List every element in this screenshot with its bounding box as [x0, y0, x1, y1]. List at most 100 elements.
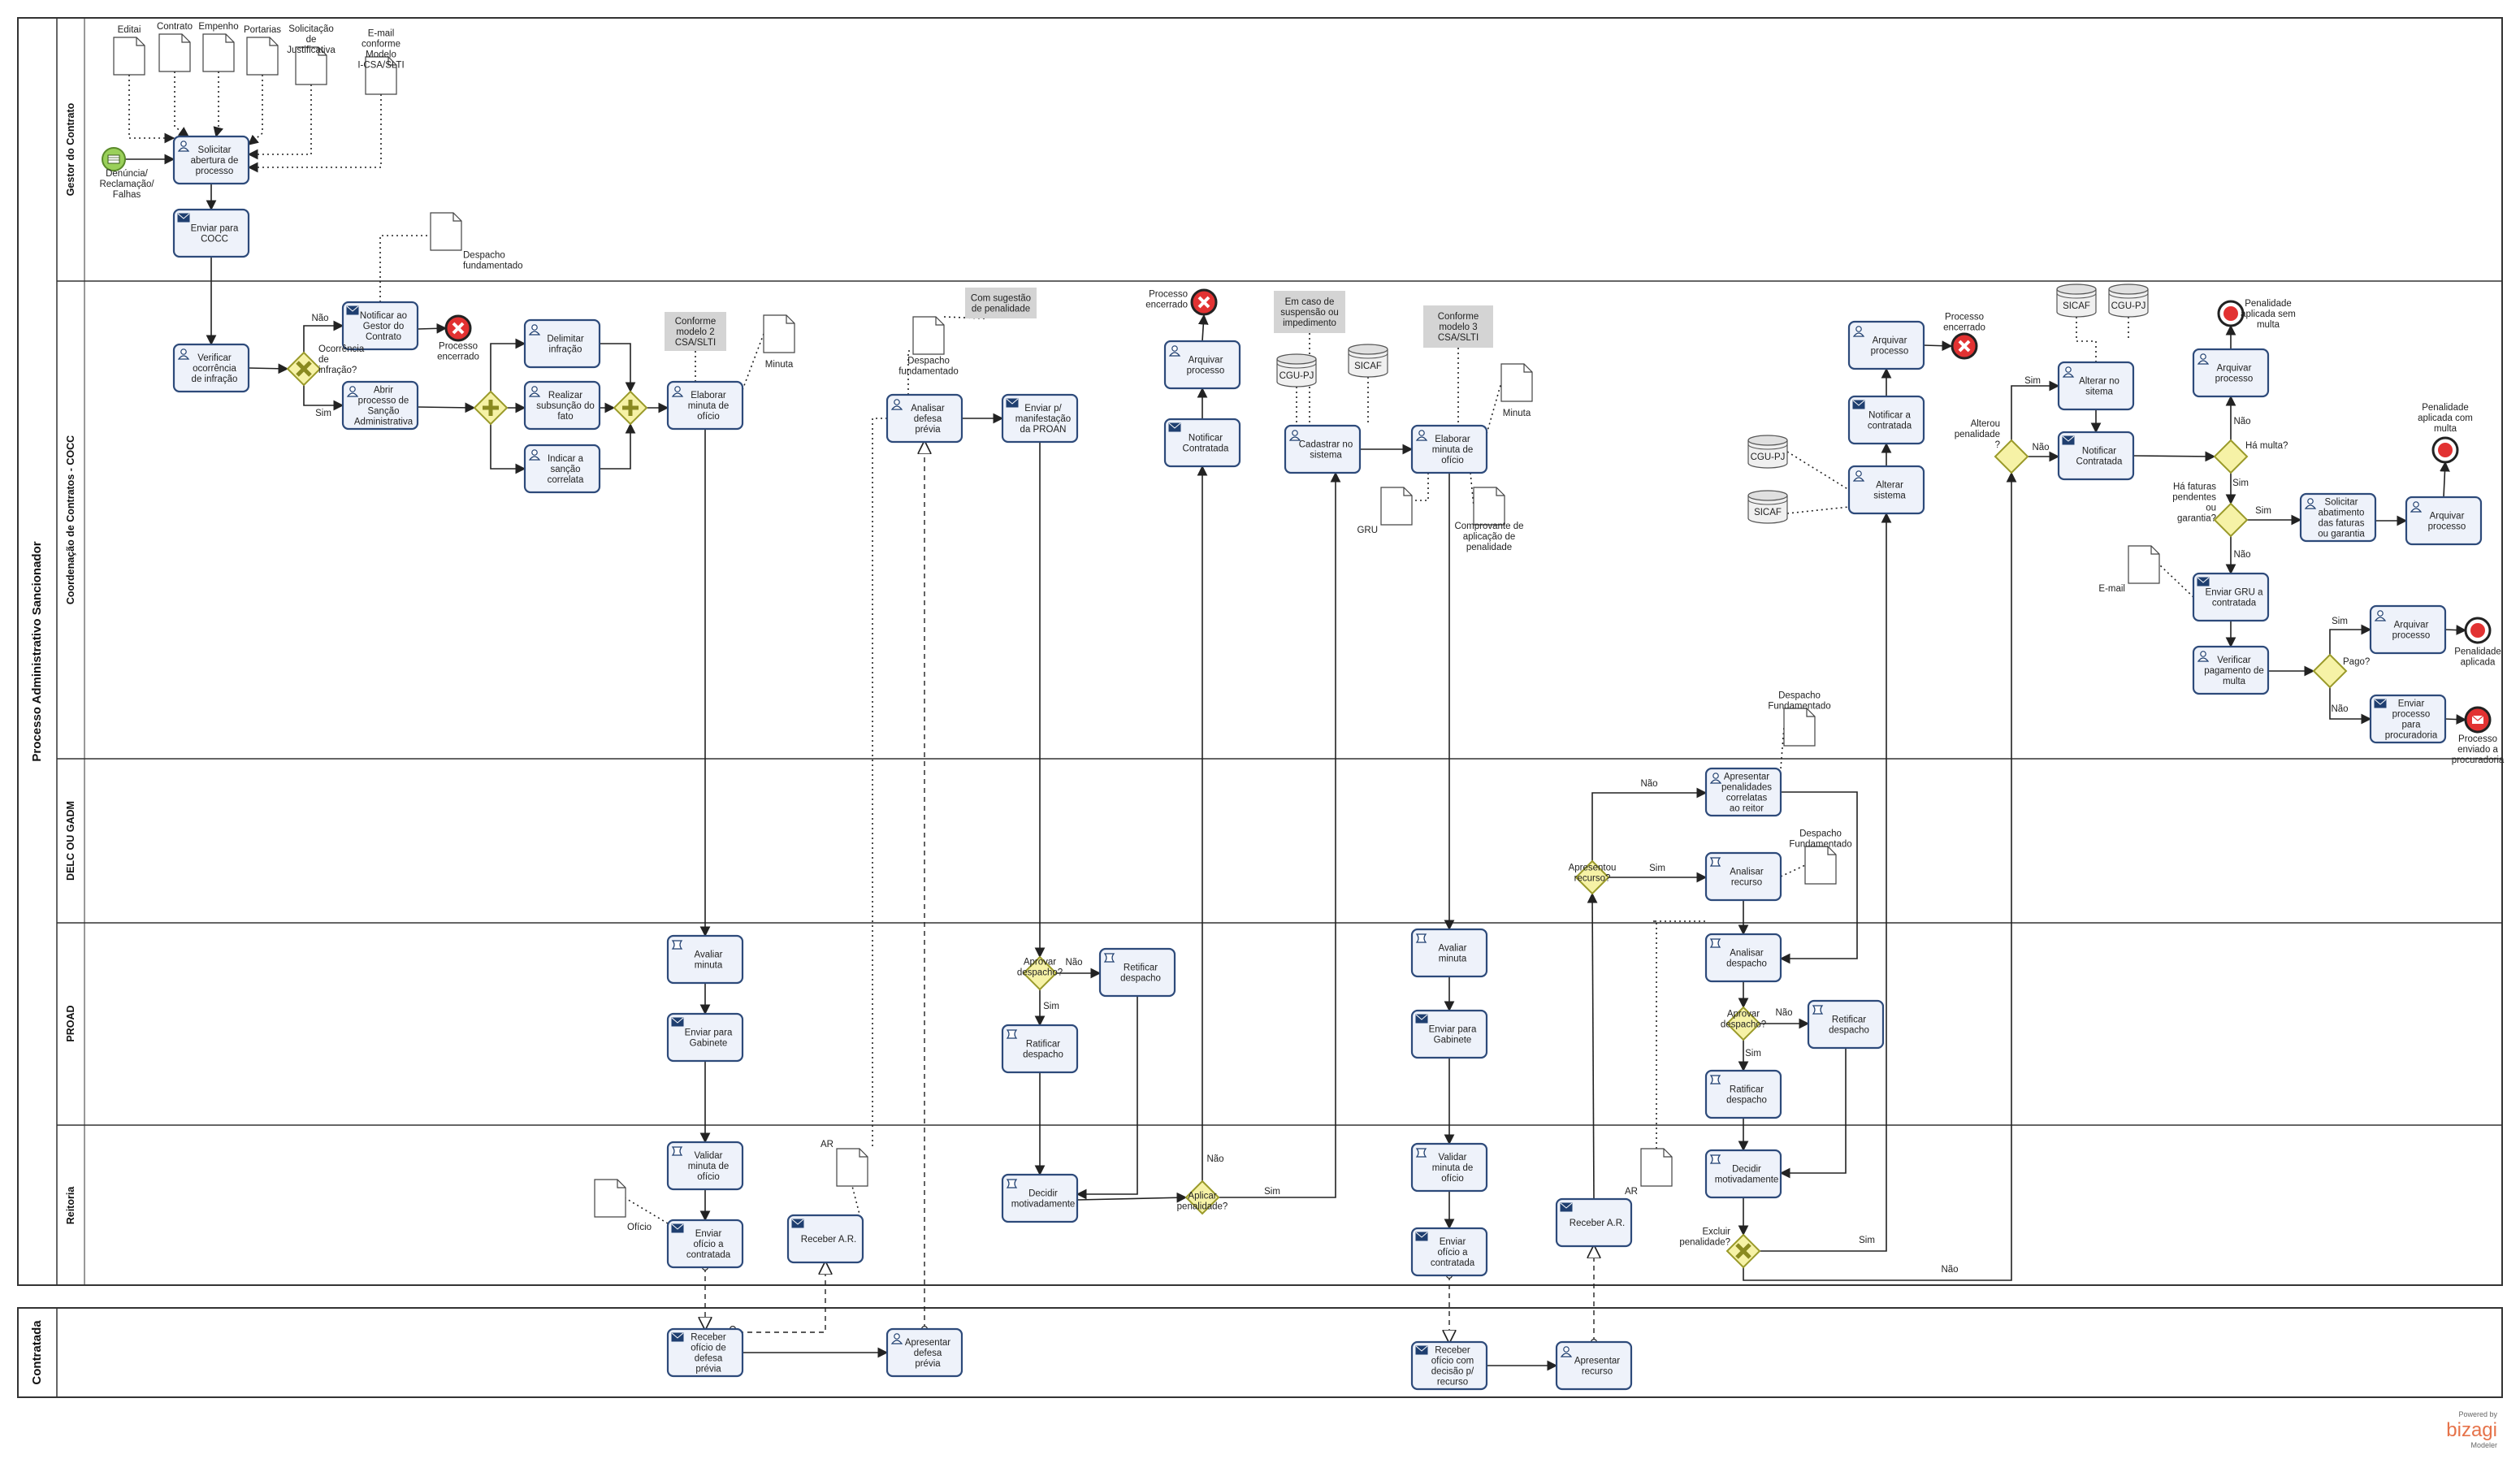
flow-label-sim: Sim	[1043, 1002, 1059, 1011]
start-event[interactable]: Denúncia/Reclamação/Falhas	[99, 147, 154, 200]
association	[872, 418, 887, 1149]
task-label: Receber A.R.	[1570, 1219, 1625, 1228]
task-receber-ar1[interactable]: Receber A.R.	[786, 1214, 864, 1264]
user-icon	[528, 386, 541, 397]
gateway-par2[interactable]	[613, 390, 648, 426]
brand-sub: Modeler	[2470, 1441, 2497, 1449]
gateway-ha-multa[interactable]: Há multa?	[2213, 439, 2288, 474]
task-receber-ar2[interactable]: Receber A.R.	[1555, 1197, 1633, 1248]
script-icon	[1812, 1005, 1824, 1015]
sequence-flow	[303, 320, 344, 353]
sequence-flow	[1076, 1192, 1188, 1203]
gateway-par1[interactable]	[473, 390, 509, 426]
flow-label-nao: Não	[1065, 958, 1082, 968]
document-label: Minuta	[765, 360, 794, 370]
gateway-pago[interactable]: Pago?	[2312, 653, 2370, 689]
user-icon	[528, 449, 541, 461]
user-icon	[2197, 353, 2210, 365]
document-oficio: Ofício	[594, 1179, 652, 1232]
envelope-icon	[671, 1223, 684, 1233]
flow-label-sim: Sim	[1859, 1236, 1875, 1245]
sequence-flow	[303, 385, 344, 411]
user-icon	[890, 1333, 903, 1344]
flow-labels: NãoSimNãoSimNãoSimNãoSimNãoSimSimNãoSimN…	[311, 314, 2348, 1275]
association	[1786, 506, 1850, 514]
